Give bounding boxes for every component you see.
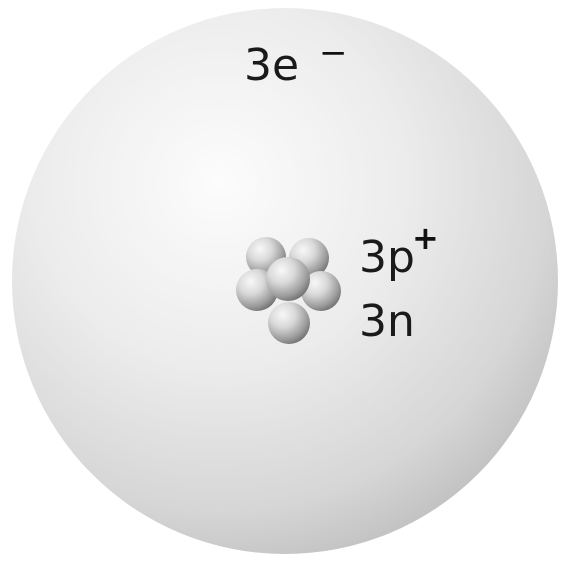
proton-count-label: 3p <box>359 232 415 283</box>
proton-charge-symbol: + <box>412 219 439 257</box>
electron-charge-symbol: − <box>319 33 348 73</box>
nucleus <box>236 237 341 344</box>
electron-count-label: 3e <box>244 40 300 91</box>
neutron-count-label: 3n <box>359 296 415 347</box>
nucleon <box>266 257 310 301</box>
nucleon <box>268 302 310 344</box>
nucleon <box>301 271 341 311</box>
